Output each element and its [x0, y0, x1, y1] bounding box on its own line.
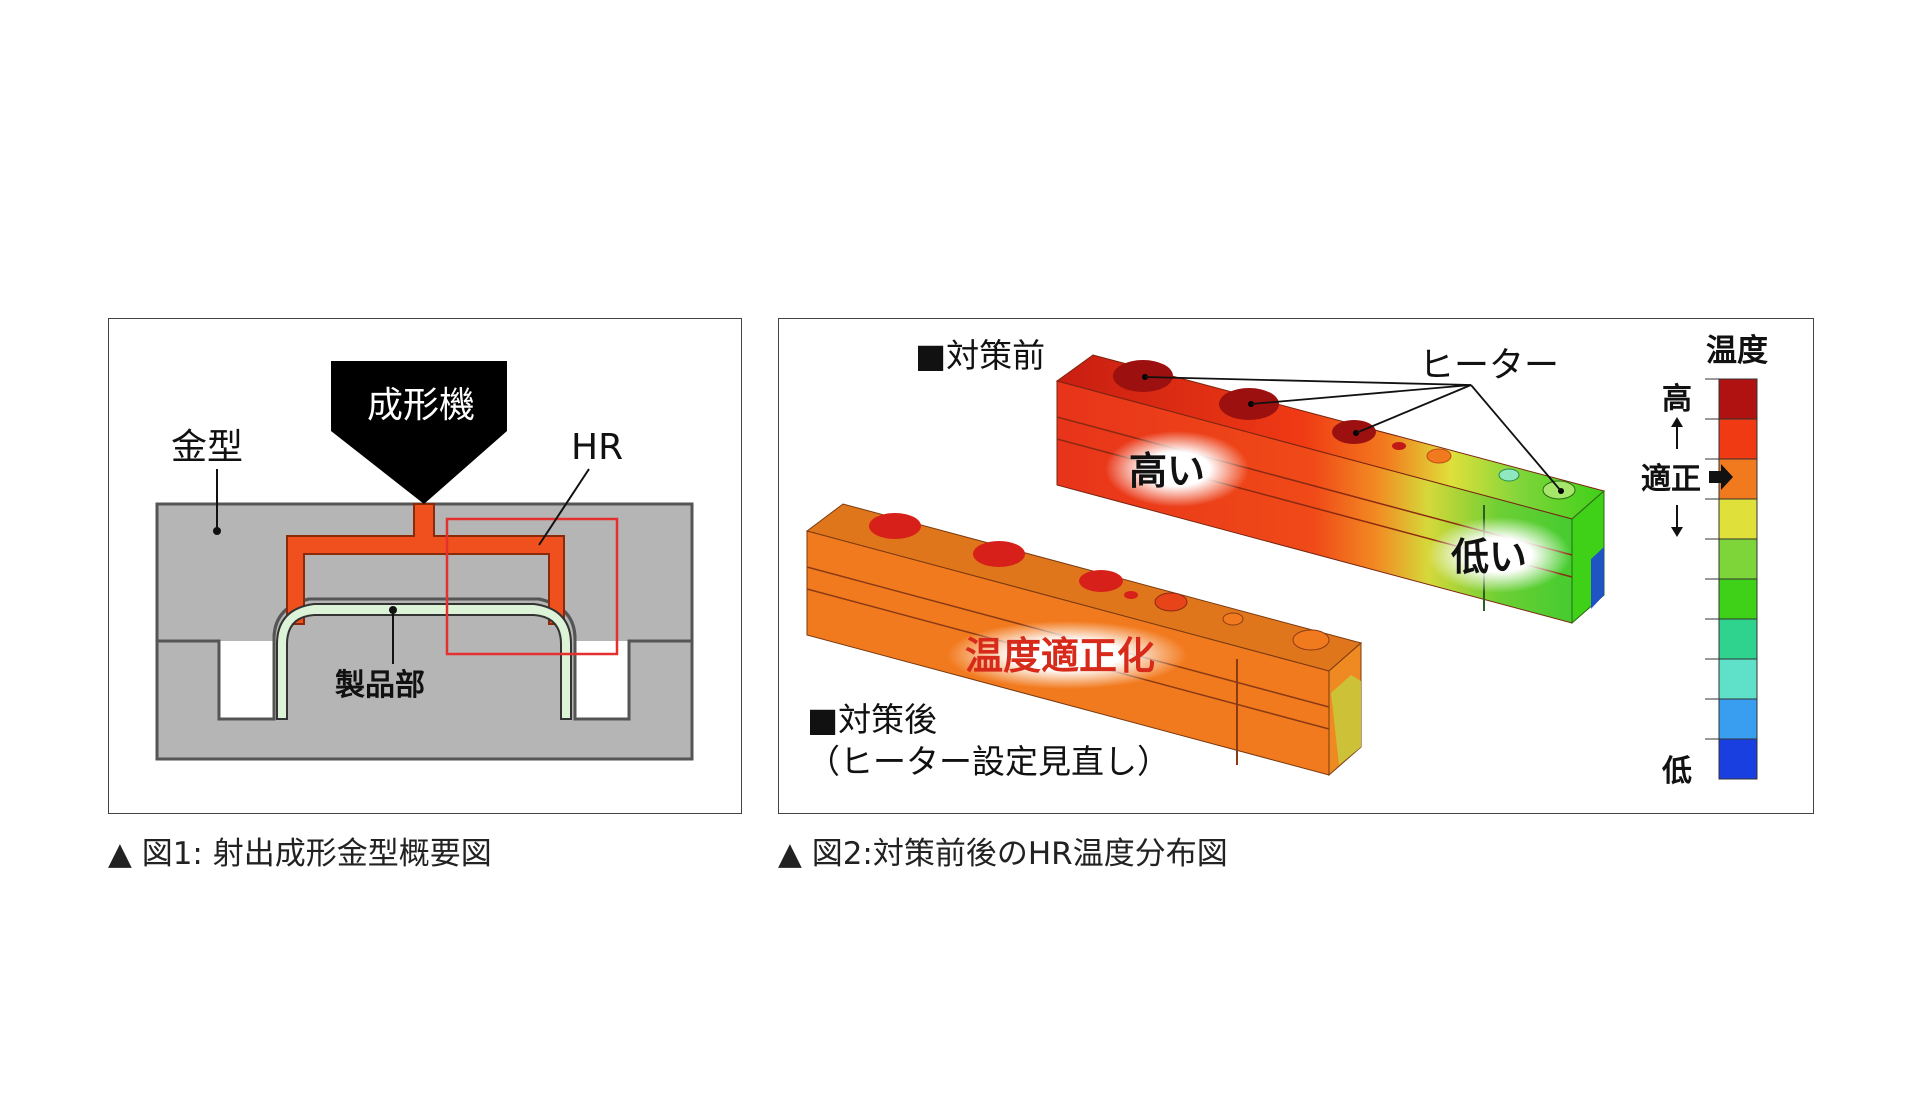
legend-title: 温度	[1706, 333, 1768, 369]
after-label-line1: ■対策後	[807, 700, 937, 739]
product-part	[276, 603, 572, 720]
hr-label: HR	[571, 427, 623, 468]
legend-high: 高	[1662, 382, 1692, 417]
heater-label: ヒーター	[1419, 346, 1559, 386]
low-label: 低い	[1451, 535, 1527, 579]
heater-hole	[869, 513, 921, 539]
figure1-panel: 成形機 金型 HR 製品部	[108, 318, 742, 814]
legend-swatch	[1718, 698, 1758, 740]
figure2-panel: ■対策前 ヒーター 高い 低い 温度適正化 ■対策後 （ヒーター設定見直し） 温…	[778, 318, 1814, 814]
legend-low: 低	[1661, 754, 1692, 789]
legend-scale	[1705, 378, 1758, 780]
legend-swatch	[1718, 498, 1758, 540]
machine-label: 成形機	[367, 385, 475, 426]
optimal-arrow-icon	[1709, 464, 1733, 490]
before-label: ■対策前	[915, 336, 1045, 375]
runner-channel	[286, 503, 565, 625]
legend-swatch	[1718, 658, 1758, 700]
temperature-legend: 温度 高 適正 低	[1641, 333, 1768, 789]
injection-mold-diagram: 成形機 金型 HR 製品部	[155, 361, 694, 761]
heater-hole	[973, 541, 1025, 567]
hr-temperature-diagram: ■対策前 ヒーター 高い 低い 温度適正化 ■対策後 （ヒーター設定見直し） 温…	[805, 333, 1768, 789]
legend-swatch	[1718, 418, 1758, 460]
legend-swatch	[1718, 538, 1758, 580]
molding-machine	[331, 361, 507, 504]
legend-swatch	[1718, 578, 1758, 620]
figure2-caption: ▲ 図2:対策前後のHR温度分布図	[778, 836, 1228, 872]
legend-swatch	[1718, 618, 1758, 660]
legend-swatch	[1718, 738, 1758, 780]
legend-optimal: 適正	[1641, 462, 1701, 497]
legend-swatch	[1718, 378, 1758, 420]
high-label: 高い	[1129, 449, 1205, 493]
figure1-caption: ▲ 図1: 射出成形金型概要図	[108, 836, 492, 872]
mold-label: 金型	[171, 427, 243, 468]
heater-callout-lines	[1144, 376, 1562, 492]
product-label: 製品部	[335, 668, 425, 703]
optimized-label: 温度適正化	[965, 634, 1155, 678]
heater-hole	[1079, 570, 1123, 592]
after-label-line2: （ヒーター設定見直し）	[807, 742, 1170, 781]
hr-highlight-box	[445, 517, 619, 656]
